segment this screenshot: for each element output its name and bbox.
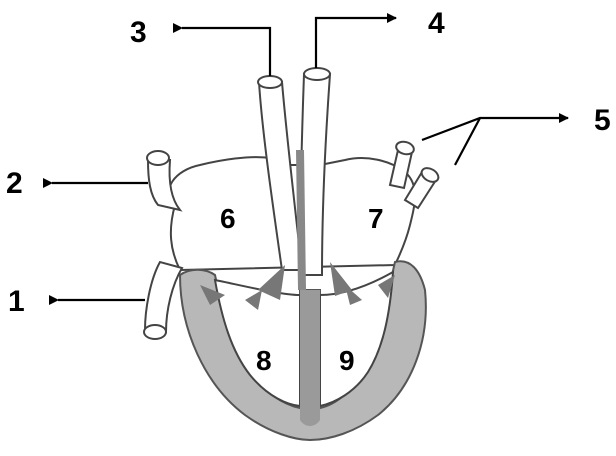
label-5: 5 [594,104,611,137]
label-2: 2 [6,167,23,200]
chamber-label-8: 8 [256,345,272,376]
chamber-label-9: 9 [339,345,355,376]
label-3: 3 [130,16,147,49]
label-1: 1 [8,285,25,318]
chamber-label-6: 6 [220,203,236,234]
label-4: 4 [428,7,445,40]
chamber-label-7: 7 [368,203,384,234]
